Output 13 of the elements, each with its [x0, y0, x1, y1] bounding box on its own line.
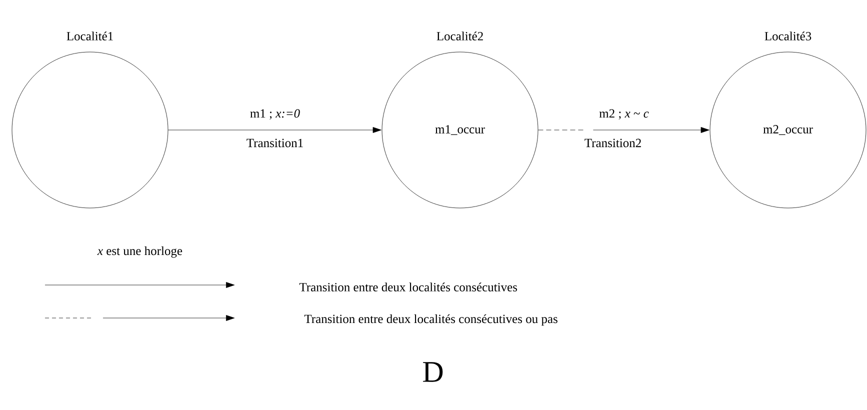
location-heading: Localité1: [66, 32, 113, 40]
location-heading: Localité3: [764, 32, 812, 40]
transition-name: Transition1: [246, 138, 303, 148]
panel-letter: D: [423, 362, 443, 382]
transition-name: Transition2: [584, 138, 641, 148]
arrow: [168, 127, 382, 133]
edge-label: m1 ; x:=0: [250, 109, 300, 120]
location-heading: Localité2: [436, 32, 483, 40]
arrow: [538, 127, 710, 133]
note: x est une horloge: [97, 246, 182, 258]
legend-text: Transition entre deux localités consécutives: [299, 282, 517, 292]
legend-text: Transition entre deux localités consécutives ou pas: [304, 314, 558, 326]
edge-label: m2 ; x ~ c: [599, 109, 649, 120]
